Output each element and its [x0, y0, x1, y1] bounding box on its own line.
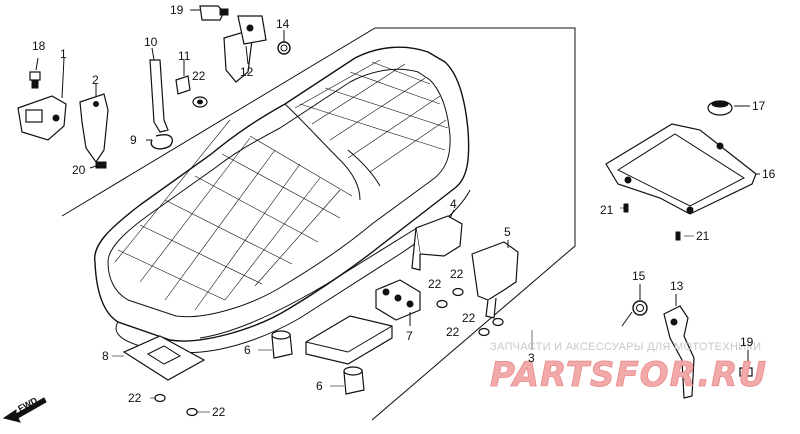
callout-6-b: 6	[316, 379, 323, 393]
part-20-bolt	[89, 161, 107, 169]
seat-body	[94, 46, 471, 354]
part-16-tray	[605, 123, 760, 215]
callout-8: 8	[102, 349, 109, 363]
part-10-strap	[149, 47, 169, 133]
part-4-bracket	[411, 209, 463, 271]
part-5-bracket	[471, 240, 519, 319]
callout-22-d: 22	[428, 277, 442, 291]
callout-10: 10	[144, 35, 158, 49]
callout-22-g: 22	[128, 391, 142, 405]
callout-22-f: 22	[446, 325, 460, 339]
callout-20: 20	[72, 163, 86, 177]
callout-7: 7	[406, 329, 413, 343]
callout-12: 12	[240, 65, 254, 79]
watermark-logo: PARTSFOR.RU	[490, 355, 767, 395]
callout-5: 5	[504, 225, 511, 239]
callout-22-top: 22	[192, 69, 206, 83]
part-15-spring	[621, 284, 648, 327]
part-7-block	[375, 279, 421, 326]
callout-13: 13	[670, 279, 684, 293]
part-9-cable	[146, 134, 174, 150]
leader-lines	[112, 207, 694, 413]
callout-9: 9	[130, 133, 137, 147]
callout-22-e: 22	[462, 311, 476, 325]
pad-block	[305, 315, 393, 365]
part-14-spring	[277, 30, 291, 55]
callout-21-left: 21	[600, 203, 614, 217]
callout-6-a: 6	[244, 343, 251, 357]
callout-numbers: 18 1 2 20 19 10 11 22 9 14 12 17 16 21 2…	[32, 3, 776, 419]
callout-1: 1	[60, 47, 67, 61]
part-1-lock-bracket	[17, 57, 67, 141]
callout-19-top: 19	[170, 3, 184, 17]
callout-22-c: 22	[450, 267, 464, 281]
callout-3: 3	[528, 351, 535, 365]
part-11-clip	[175, 60, 191, 95]
part-2-bracket	[79, 84, 109, 164]
part-6-cushion-a	[271, 330, 293, 359]
callout-16: 16	[762, 167, 776, 181]
callout-21-right: 21	[696, 229, 710, 243]
callout-19-bottom: 19	[740, 335, 754, 349]
part-18-screw	[29, 57, 41, 89]
part-22-nut-top	[192, 96, 208, 108]
watermark-caption: ЗАПЧАСТИ И АКСЕССУАРЫ ДЛЯ МОТОТЕХНИКИ	[490, 341, 761, 353]
part-17-grommet	[707, 100, 750, 116]
callout-4: 4	[450, 197, 457, 211]
callout-14: 14	[276, 17, 290, 31]
callout-11: 11	[178, 49, 191, 63]
callout-22-h: 22	[212, 405, 226, 419]
callout-2: 2	[92, 73, 99, 87]
part-12-hinge	[223, 15, 267, 83]
part-13-latch	[663, 294, 695, 399]
assembly-frame	[61, 27, 576, 421]
fwd-arrow: FWD	[2, 395, 47, 423]
part-19-bolt-bottom	[739, 350, 753, 377]
part-8-plate	[122, 335, 206, 381]
watermark: ЗАПЧАСТИ И АКСЕССУАРЫ ДЛЯ МОТОТЕХНИКИ PA…	[490, 341, 767, 395]
callout-15: 15	[632, 269, 646, 283]
part-19-pin-top	[190, 5, 229, 21]
callout-17: 17	[752, 99, 766, 113]
callout-18: 18	[32, 39, 46, 53]
part-6-cushion-b	[343, 366, 365, 395]
part-21-screws	[623, 203, 681, 241]
